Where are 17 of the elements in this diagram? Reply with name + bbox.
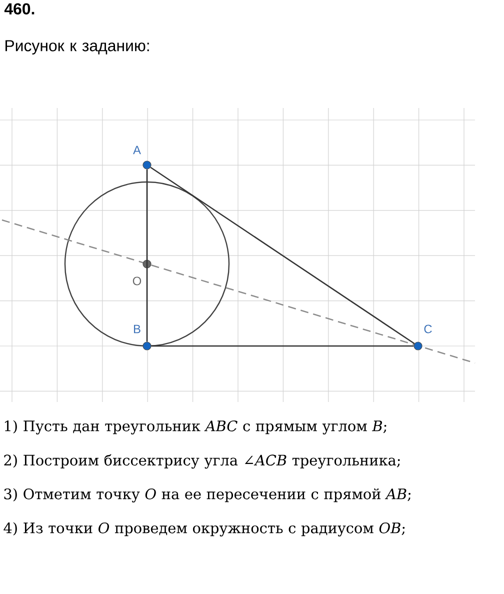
segment xyxy=(146,169,148,342)
step-text: 3) Отметим точку O на ее пересечении с прямой AB; xyxy=(4,488,410,502)
point-label: A xyxy=(133,146,141,154)
segment xyxy=(150,166,415,344)
point-label: C xyxy=(424,324,432,334)
point xyxy=(142,342,152,350)
task-number: 460. xyxy=(4,3,34,14)
point-label: O xyxy=(132,276,142,286)
caption: Рисунок к заданию: xyxy=(6,40,149,54)
step-text: 4) Из точки O проведем окружность с радиусом OB; xyxy=(4,522,405,536)
point xyxy=(142,260,152,268)
point xyxy=(142,160,152,170)
segment xyxy=(151,345,414,347)
point xyxy=(414,342,422,350)
step-text: 2) Построим биссектрису угла ∠ACB треугольника; xyxy=(4,454,400,469)
point-label: B xyxy=(134,324,140,334)
step-text: 1) Пусть дан треугольник ABC с прямым углом B; xyxy=(4,420,386,434)
